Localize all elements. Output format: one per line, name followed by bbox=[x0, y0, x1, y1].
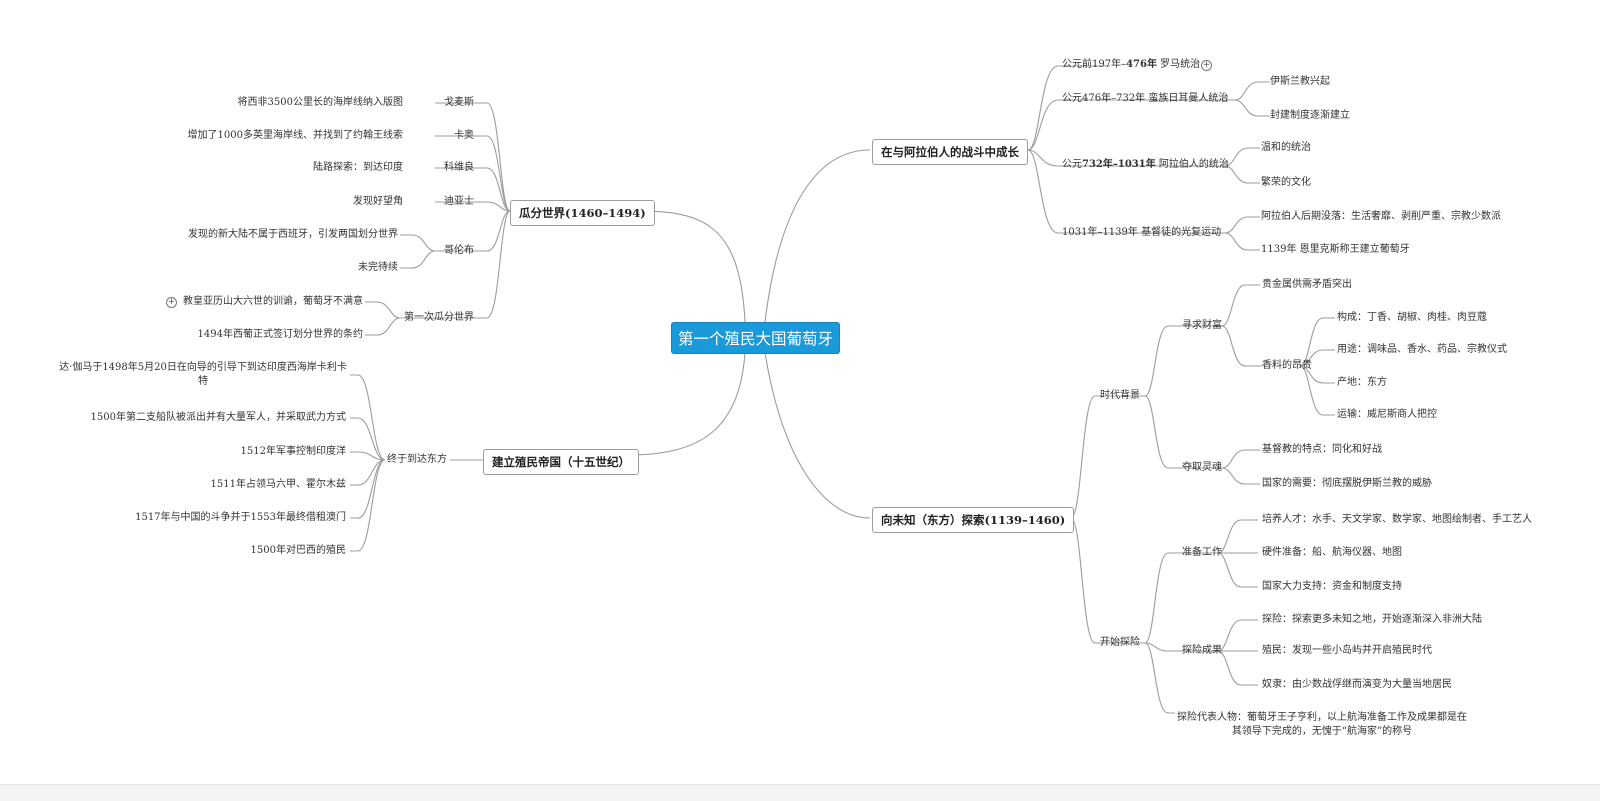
topic-seek-wealth[interactable]: 寻求财富 bbox=[1182, 320, 1222, 331]
topic-reconquista[interactable]: 1031年–1139年 基督徒的光复运动 bbox=[1062, 227, 1222, 238]
topic-papal-bull[interactable]: 教皇亚历山大六世的训谕，葡萄牙不满意 bbox=[183, 296, 363, 307]
topic-result-explore[interactable]: 探险：探索更多未知之地，开始逐渐深入非洲大陆 bbox=[1262, 614, 1482, 625]
topic-gomes-detail[interactable]: 将西非3500公里长的海岸线纳入版图 bbox=[237, 97, 403, 108]
plus-circle-icon[interactable]: + bbox=[1201, 60, 1212, 71]
arab-rule-post: 阿拉伯人的统治 bbox=[1155, 159, 1229, 170]
topic-national-needs[interactable]: 国家的需要：彻底摆脱伊斯兰教的威胁 bbox=[1262, 478, 1432, 489]
topic-columbus-detail-1[interactable]: 发现的新大陆不属于西班牙，引发两国划分世界 bbox=[188, 229, 398, 240]
roman-rule-pre: 公元前197年– bbox=[1062, 59, 1127, 70]
branch-explore-east[interactable]: 向未知（东方）探索(1139–1460) bbox=[872, 507, 1075, 533]
topic-da-gama[interactable]: 达·伽马于1498年5月20日在向导的引导下到达印度西海岸卡利卡特 bbox=[59, 362, 347, 387]
topic-roman-rule[interactable]: 公元前197年–476年 罗马统治 bbox=[1062, 58, 1200, 72]
topic-columbus-detail-2[interactable]: 未完待续 bbox=[358, 262, 398, 273]
roman-rule-post: 罗马统治 bbox=[1156, 59, 1201, 70]
topic-train-talent[interactable]: 培养人才：水手、天文学家、数学家、地图绘制者、手工艺人 bbox=[1262, 514, 1532, 525]
topic-macau[interactable]: 1517年与中国的斗争并于1553年最终借租澳门 bbox=[135, 512, 346, 523]
plus-circle-icon[interactable]: + bbox=[166, 297, 177, 308]
branch-colonial-empire[interactable]: 建立殖民帝国（十五世纪） bbox=[483, 449, 639, 475]
topic-columbus[interactable]: 哥伦布 bbox=[444, 245, 474, 256]
topic-cao[interactable]: 卡奥 bbox=[454, 130, 474, 141]
topic-covilha[interactable]: 科维良 bbox=[444, 162, 474, 173]
topic-cao-detail[interactable]: 增加了1000多英里海岸线、并找到了约翰王线索 bbox=[187, 130, 403, 141]
topic-christian-traits[interactable]: 基督教的特点：同化和好战 bbox=[1262, 444, 1382, 455]
topic-brazil[interactable]: 1500年对巴西的殖民 bbox=[250, 545, 346, 556]
topic-germanic-rule[interactable]: 公元476年–732年 蛮族日耳曼人统治 bbox=[1062, 93, 1229, 104]
branch-arab-struggle[interactable]: 在与阿拉伯人的战斗中成长 bbox=[872, 139, 1028, 165]
branch-divide-world[interactable]: 瓜分世界(1460–1494) bbox=[510, 200, 655, 226]
topic-seize-souls[interactable]: 夺取灵魂 bbox=[1182, 462, 1222, 473]
topic-prosperous-culture[interactable]: 繁荣的文化 bbox=[1261, 177, 1311, 188]
topic-treaty-1494[interactable]: 1494年西葡正式签订划分世界的条约 bbox=[197, 329, 363, 340]
topic-results[interactable]: 探险成果 bbox=[1182, 645, 1222, 656]
topic-gomes[interactable]: 戈麦斯 bbox=[444, 97, 474, 108]
topic-state-support[interactable]: 国家大力支持：资金和制度支持 bbox=[1262, 581, 1402, 592]
topic-arab-decline[interactable]: 阿拉伯人后期没落：生活奢靡、剥削严重、宗教少数派 bbox=[1261, 211, 1501, 222]
topic-preparation[interactable]: 准备工作 bbox=[1182, 547, 1222, 558]
arab-rule-pre: 公元 bbox=[1062, 159, 1082, 170]
topic-covilha-detail[interactable]: 陆路探索：到达印度 bbox=[313, 162, 403, 173]
topic-spice-origin[interactable]: 产地：东方 bbox=[1337, 377, 1387, 388]
topic-portugal-founded[interactable]: 1139年 恩里克斯称王建立葡萄牙 bbox=[1261, 244, 1410, 255]
topic-feudalism[interactable]: 封建制度逐渐建立 bbox=[1270, 110, 1350, 121]
topic-reach-east[interactable]: 终于到达东方 bbox=[387, 454, 447, 465]
topic-first-division[interactable]: 第一次瓜分世界 bbox=[404, 312, 474, 323]
topic-hardware[interactable]: 硬件准备：船、航海仪器、地图 bbox=[1262, 547, 1402, 558]
topic-representative[interactable]: 探险代表人物：葡萄牙王子亨利，以上航海准备工作及成果都是在其领导下完成的，无愧于… bbox=[1177, 712, 1467, 737]
topic-malacca[interactable]: 1511年占领马六甲、霍尔木兹 bbox=[210, 479, 346, 490]
topic-spice-transport[interactable]: 运输：威尼斯商人把控 bbox=[1337, 409, 1437, 420]
topic-islam-rise[interactable]: 伊斯兰教兴起 bbox=[1270, 76, 1330, 87]
central-topic[interactable]: 第一个殖民大国葡萄牙 bbox=[671, 322, 840, 354]
topic-mild-rule[interactable]: 温和的统治 bbox=[1261, 142, 1311, 153]
topic-indian-ocean[interactable]: 1512年军事控制印度洋 bbox=[240, 446, 346, 457]
topic-spice-expensive[interactable]: 香料的昂贵 bbox=[1262, 360, 1312, 371]
topic-arab-rule[interactable]: 公元732年–1031年 阿拉伯人的统治 bbox=[1062, 158, 1229, 172]
topic-precious-metal[interactable]: 贵金属供需矛盾突出 bbox=[1262, 279, 1352, 290]
topic-result-colony[interactable]: 殖民：发现一些小岛屿并开启殖民时代 bbox=[1262, 645, 1432, 656]
topic-dias-detail[interactable]: 发现好望角 bbox=[353, 196, 403, 207]
topic-background[interactable]: 时代背景 bbox=[1100, 390, 1140, 401]
topic-result-slaves[interactable]: 奴隶：由少数战俘继而演变为大量当地居民 bbox=[1262, 679, 1452, 690]
bottom-status-bar bbox=[0, 784, 1600, 801]
topic-second-fleet[interactable]: 1500年第二支船队被派出并有大量军人，并采取武力方式 bbox=[90, 412, 346, 423]
topic-spice-usage[interactable]: 用途：调味品、香水、药品、宗教仪式 bbox=[1337, 344, 1507, 355]
roman-rule-bold: 476年 bbox=[1126, 59, 1157, 70]
arab-rule-bold: 732年–1031年 bbox=[1082, 159, 1156, 170]
topic-spice-composition[interactable]: 构成：丁香、胡椒、肉桂、肉豆蔻 bbox=[1337, 312, 1487, 323]
topic-dias[interactable]: 迪亚士 bbox=[444, 196, 474, 207]
topic-start-exploration[interactable]: 开始探险 bbox=[1100, 637, 1140, 648]
